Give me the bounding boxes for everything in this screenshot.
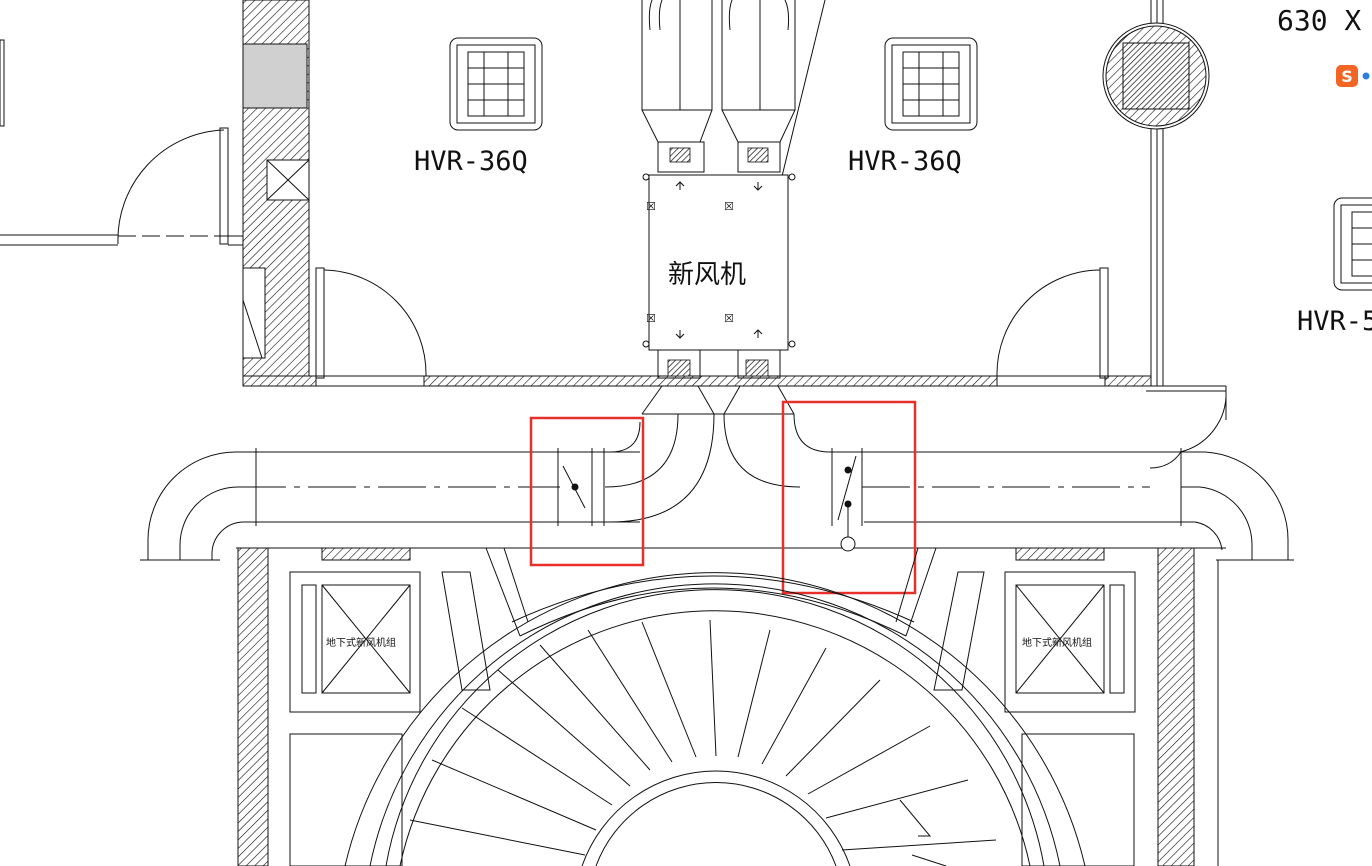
highlight-box-left bbox=[529, 416, 645, 567]
unit-label-right: HVR-36Q bbox=[848, 146, 962, 177]
damper-right[interactable] bbox=[831, 448, 863, 552]
fresh-air-ducts-top bbox=[641, 0, 826, 247]
fresh-air-dampers-bottom bbox=[667, 359, 769, 377]
interior-door-left bbox=[315, 267, 427, 379]
fresh-air-dampers-top bbox=[669, 147, 769, 163]
fresh-air-unit-arrows: ☒ ☒ ☒ ☒ bbox=[646, 181, 763, 339]
lower-framing bbox=[485, 547, 937, 637]
sogou-input-icon[interactable]: S bbox=[1334, 63, 1372, 89]
svg-text:☒: ☒ bbox=[646, 200, 656, 213]
unit-label-far-right: HVR-5 bbox=[1297, 306, 1372, 337]
unit-label-left: HVR-36Q bbox=[414, 146, 528, 177]
shaft-right-label: 地下式新风机组 bbox=[1022, 636, 1092, 649]
svg-text:☒: ☒ bbox=[646, 312, 656, 325]
fresh-air-unit[interactable] bbox=[642, 173, 796, 351]
cassette-unit-left[interactable] bbox=[449, 37, 543, 131]
shaft-left bbox=[289, 571, 491, 866]
right-riser bbox=[1102, 0, 1226, 392]
svg-text:☒: ☒ bbox=[724, 312, 734, 325]
cassette-unit-far-right[interactable] bbox=[1333, 197, 1372, 291]
shaft-left-label: 地下式新风机组 bbox=[326, 636, 396, 649]
left-door bbox=[0, 39, 243, 246]
cassette-unit-right[interactable] bbox=[884, 37, 978, 131]
shaft-right bbox=[933, 571, 1136, 866]
damper-left[interactable] bbox=[557, 448, 605, 526]
svg-text:S: S bbox=[1341, 67, 1353, 86]
dimension-text: 630 X bbox=[1277, 4, 1361, 37]
fresh-air-ducts-bottom bbox=[641, 349, 795, 415]
lower-walls bbox=[237, 547, 1195, 866]
interior-door-right bbox=[996, 267, 1109, 379]
highlight-box-right bbox=[781, 400, 917, 595]
spiral-staircase bbox=[344, 572, 1086, 866]
fresh-air-unit-label: 新风机 bbox=[668, 260, 746, 290]
svg-text:☒: ☒ bbox=[724, 200, 734, 213]
left-wall bbox=[242, 0, 310, 387]
main-duct bbox=[140, 386, 1294, 561]
